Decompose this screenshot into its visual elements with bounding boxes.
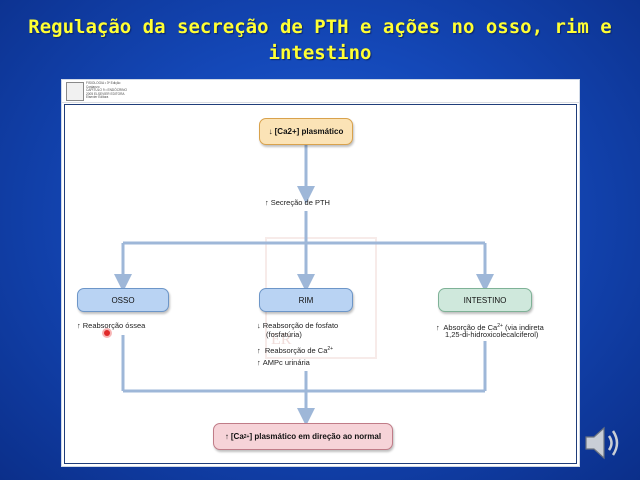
pth-secretion-label: Secreção de PTH — [265, 198, 330, 208]
diagram-connectors — [114, 145, 494, 426]
node-intestino: INTESTINO — [438, 288, 532, 312]
publisher-line: Elsevier Editora — [86, 95, 109, 100]
rim-calcio-text: Reabsorção de Ca — [264, 346, 328, 355]
intestino-effect: Absorção de Ca2+ (via indireta — [436, 321, 544, 333]
node-osso: OSSO — [77, 288, 169, 312]
publisher-logo — [66, 82, 84, 101]
publisher-line: Costanzo — [86, 84, 100, 89]
rim-effect-fosfaturia: (fosfatúria) — [266, 330, 302, 339]
publisher-strip: FISIOLOGIA • 3ª Edição Costanzo CAPÍTULO… — [62, 80, 579, 103]
osso-effect: Reabsorção óssea — [77, 321, 146, 331]
rim-effect-calcio: Reabsorção de Ca2+ — [257, 344, 333, 356]
diagram-area: ER ↓ [Ca2+] plasmático — [64, 104, 577, 464]
arrow-up-icon: ↑ — [224, 432, 229, 441]
laser-pointer-dot — [104, 330, 110, 336]
speaker-icon[interactable] — [580, 420, 626, 466]
intestino-effect-line2: 1,25-di-hidroxicolecalciferol) — [445, 330, 539, 339]
superscript: 2+ — [243, 433, 250, 440]
publisher-line: 2005 ELSEVIER EDITORA — [86, 91, 125, 96]
rim-effect-fosfato: Reabsorção de fosfato — [257, 321, 338, 331]
intestino-text-suffix: (via indireta — [502, 323, 544, 332]
publisher-text: FISIOLOGIA • 3ª Edição Costanzo CAPÍTULO… — [86, 81, 127, 100]
publisher-line: CAPÍTULO 9 • ENDÓCRINO — [86, 88, 127, 93]
rim-effect-ampc: AMPc urinária — [257, 358, 310, 368]
publisher-line: FISIOLOGIA • 3ª Edição — [86, 81, 121, 85]
slide-title: Regulação da secreção de PTH e ações no … — [28, 16, 612, 64]
arrow-down-icon: ↓ — [268, 127, 273, 136]
node-top-label: [Ca2+] plasmático — [274, 127, 344, 136]
bottom-prefix: [Ca — [230, 432, 244, 441]
figure-panel: FISIOLOGIA • 3ª Edição Costanzo CAPÍTULO… — [61, 79, 580, 467]
bottom-suffix: ] plasmático em direção ao normal — [249, 432, 382, 441]
superscript: 2+ — [497, 323, 503, 329]
node-plasma-calcium-low: ↓ [Ca2+] plasmático — [259, 118, 353, 145]
superscript: 2+ — [327, 346, 334, 352]
intestino-text-prefix: Absorção de Ca — [443, 323, 498, 332]
node-rim: RIM — [259, 288, 353, 312]
